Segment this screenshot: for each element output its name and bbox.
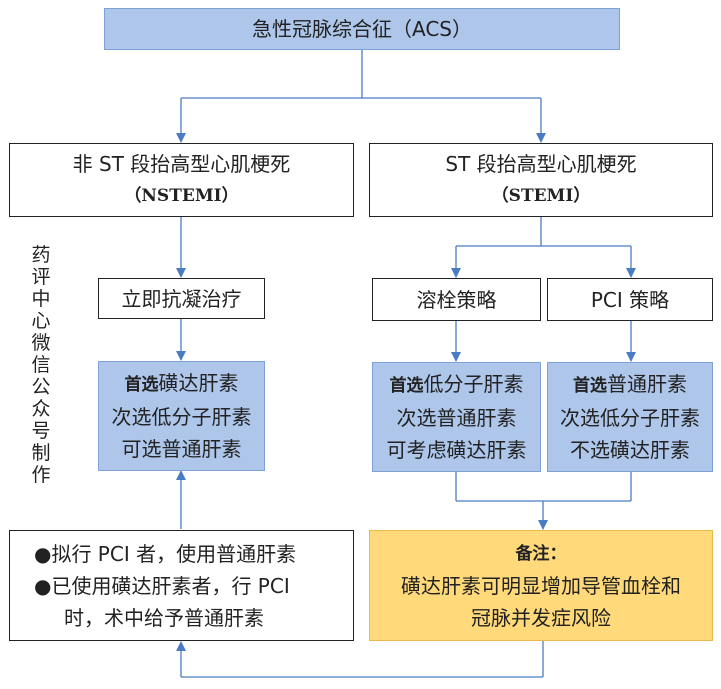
thrombolysis-box: 溶栓策略: [372, 278, 541, 321]
pci-drugs-line1: 首选普通肝素: [573, 368, 687, 402]
pci-drugs-line3: 不选磺达肝素: [570, 438, 690, 462]
nstemi-box: 非 ST 段抬高型心肌梗死 （NSTEMI）: [9, 143, 354, 217]
pci-drugs-first: 普通肝素: [607, 372, 687, 396]
nstemi-drugs-line1: 首选磺达肝素: [125, 367, 239, 401]
thrombolysis-drugs-line3: 可考虑磺达肝素: [386, 438, 527, 462]
pci-label: PCI 策略: [590, 287, 670, 312]
anticoag-box: 立即抗凝治疗: [98, 278, 265, 319]
thrombolysis-drugs-first: 低分子肝素: [423, 372, 524, 396]
anticoag-label: 立即抗凝治疗: [121, 286, 242, 311]
thrombolysis-drugs-line2: 次选普通肝素: [396, 406, 517, 430]
stemi-title: ST 段抬高型心肌梗死: [445, 152, 637, 176]
note-left-line3: 时，术中给予普通肝素: [64, 605, 264, 630]
pci-box: PCI 策略: [547, 278, 713, 321]
nstemi-title: 非 ST 段抬高型心肌梗死: [72, 152, 291, 176]
nstemi-abbr: （NSTEMI）: [124, 186, 239, 206]
thrombolysis-drugs-line1: 首选低分子肝素: [390, 368, 524, 402]
stemi-abbr: （STEMI）: [491, 186, 591, 206]
nstemi-drugs-line3: 可选普通肝素: [121, 437, 242, 461]
note-right-line2: 冠脉并发症风险: [471, 605, 611, 630]
note-left-line1: ●拟行 PCI 者，使用普通肝素: [34, 541, 297, 566]
nstemi-drugs-line2: 次选低分子肝素: [111, 405, 252, 429]
note-right-line1: 磺达肝素可明显增加导管血栓和: [401, 573, 681, 598]
pci-drugs-pref: 首选: [573, 376, 607, 396]
acs-title: 急性冠脉综合征（ACS）: [252, 17, 472, 41]
thrombolysis-drugs-box: 首选低分子肝素 次选普通肝素 可考虑磺达肝素: [372, 362, 541, 472]
thrombolysis-label: 溶栓策略: [416, 287, 497, 312]
pci-drugs-line2: 次选低分子肝素: [560, 406, 700, 430]
nstemi-drugs-pref: 首选: [124, 375, 159, 395]
stemi-box: ST 段抬高型心肌梗死 （STEMI）: [369, 143, 713, 217]
note-right-box: 备注： 磺达肝素可明显增加导管血栓和 冠脉并发症风险: [369, 530, 713, 641]
note-left-box: ●拟行 PCI 者，使用普通肝素 ●已使用磺达肝素者，行 PCI 时，术中给予普…: [9, 530, 354, 641]
nstemi-drugs-first: 磺达肝素: [158, 371, 239, 395]
acs-box: 急性冠脉综合征（ACS）: [104, 8, 620, 50]
thrombolysis-drugs-pref: 首选: [389, 376, 424, 396]
note-left-line2: ●已使用磺达肝素者，行 PCI: [34, 573, 290, 598]
nstemi-drugs-box: 首选磺达肝素 次选低分子肝素 可选普通肝素: [98, 361, 265, 471]
pci-drugs-box: 首选普通肝素 次选低分子肝素 不选磺达肝素: [547, 362, 713, 472]
watermark-text: 药评中心微信公众号制作: [31, 244, 51, 486]
note-right-title: 备注：: [515, 543, 567, 564]
